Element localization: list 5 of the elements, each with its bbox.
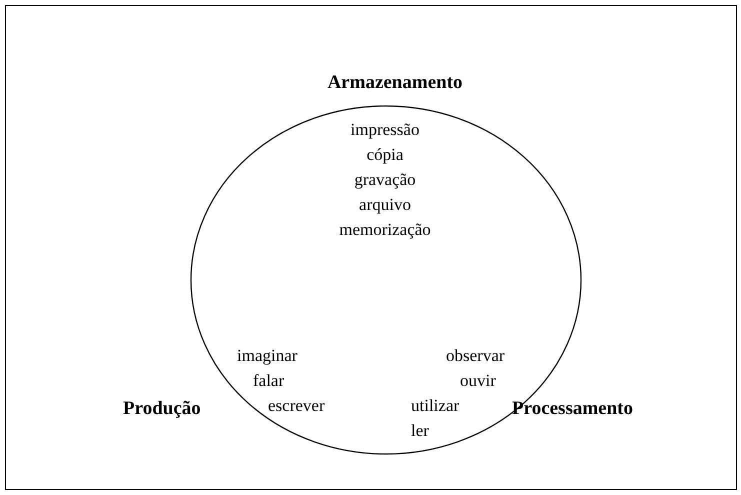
- heading-label: Armazenamento: [327, 72, 463, 94]
- heading-label: Produção: [123, 398, 201, 420]
- word-list: observar ouvir utilizar ler: [411, 343, 505, 443]
- word-list: imaginar falar escrever: [237, 343, 325, 418]
- word-list: impressão cópia gravação arquivo memorização: [339, 117, 431, 242]
